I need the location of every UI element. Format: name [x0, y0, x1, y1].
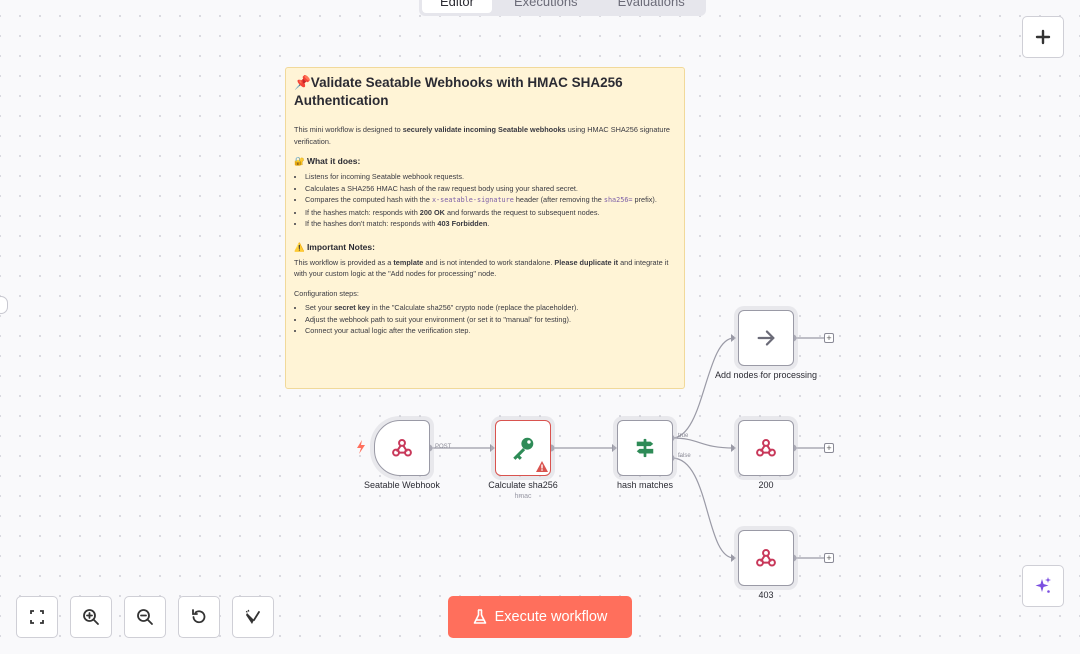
tab-editor[interactable]: Editor: [422, 0, 492, 13]
add-node-button[interactable]: [1022, 16, 1064, 58]
ai-assistant-button[interactable]: [1022, 565, 1064, 607]
tidy-up-icon: [245, 609, 260, 624]
webhook-icon: [392, 439, 412, 457]
webhook-icon: [756, 439, 776, 457]
note-what-heading: 🔐 What it does:: [294, 156, 361, 166]
list-item: Compares the computed hash with the x-se…: [305, 194, 676, 207]
add-after-processing-button[interactable]: +: [824, 333, 834, 343]
node-label-hash-matches: hash matches: [616, 480, 674, 490]
node-label-200: 200: [758, 480, 774, 490]
warning-icon: [536, 461, 548, 472]
view-tabs: Editor Executions Evaluations: [419, 0, 706, 16]
list-item: Connect your actual logic after the veri…: [305, 325, 676, 337]
connection-if-403: [671, 457, 735, 559]
signpost-icon: [636, 438, 654, 458]
list-item: Listens for incoming Seatable webhook re…: [305, 171, 676, 183]
note-config-heading: Configuration steps:: [294, 288, 359, 298]
note-notes-heading: ⚠️ Important Notes:: [294, 241, 375, 252]
tab-evaluations[interactable]: Evaluations: [617, 0, 685, 9]
node-add-nodes-for-processing[interactable]: [738, 310, 794, 366]
reset-zoom-button[interactable]: [178, 596, 220, 638]
note-what-list: Listens for incoming Seatable webhook re…: [294, 171, 676, 230]
zoom-in-icon: [83, 609, 99, 625]
reset-zoom-icon: [192, 609, 206, 624]
port-label-true: true: [678, 433, 689, 439]
node-403[interactable]: [738, 530, 794, 586]
note-intro: This mini workflow is designed to secure…: [294, 125, 670, 146]
fit-view-button[interactable]: [16, 596, 58, 638]
connection-if-processing: [671, 337, 735, 439]
arrow-right-icon: [757, 330, 775, 346]
node-200[interactable]: [738, 420, 794, 476]
plus-icon: [1035, 29, 1051, 45]
node-label-calculate-sha256: Calculate sha256: [488, 480, 558, 490]
zoom-out-icon: [137, 609, 153, 625]
list-item: Calculates a SHA256 HMAC hash of the raw…: [305, 183, 676, 195]
connection-if-200: [671, 437, 735, 449]
list-item: Set your secret key in the "Calculate sh…: [305, 302, 676, 314]
key-icon: [513, 437, 534, 460]
node-label-403: 403: [758, 590, 774, 600]
node-sublabel-hmac: hmac: [514, 493, 532, 500]
list-item: Adjust the webhook path to suit your env…: [305, 314, 676, 326]
node-seatable-webhook[interactable]: [374, 420, 430, 476]
fit-view-icon: [30, 610, 44, 624]
sparkle-icon: [1035, 577, 1051, 593]
webhook-icon: [756, 549, 776, 567]
node-label-seatable-webhook: Seatable Webhook: [364, 480, 440, 490]
flask-icon: [473, 609, 486, 624]
zoom-in-button[interactable]: [70, 596, 112, 638]
node-calculate-sha256[interactable]: [495, 420, 551, 476]
tidy-up-button[interactable]: [232, 596, 274, 638]
add-after-200-button[interactable]: +: [824, 443, 834, 453]
add-after-403-button[interactable]: +: [824, 553, 834, 563]
note-notes-text: This workflow is provided as a template …: [294, 257, 669, 279]
note-title: 📌Validate Seatable Webhooks with HMAC SH…: [294, 75, 623, 108]
node-label-add-nodes-for-processing: Add nodes for processing: [714, 370, 818, 380]
execute-workflow-button[interactable]: Execute workflow: [448, 596, 632, 638]
port-label-post: POST: [435, 444, 452, 450]
execute-workflow-label: Execute workflow: [494, 609, 608, 625]
sticky-note[interactable]: 📌Validate Seatable Webhooks with HMAC SH…: [285, 67, 685, 389]
port-label-false: false: [678, 453, 691, 459]
list-item: If the hashes match: responds with 200 O…: [305, 207, 676, 219]
note-config-list: Set your secret key in the "Calculate sh…: [294, 302, 676, 337]
node-hash-matches[interactable]: [617, 420, 673, 476]
list-item: If the hashes don't match: responds with…: [305, 218, 676, 230]
zoom-out-button[interactable]: [124, 596, 166, 638]
trigger-bolt-icon: [357, 440, 365, 454]
tab-executions[interactable]: Executions: [513, 0, 578, 9]
